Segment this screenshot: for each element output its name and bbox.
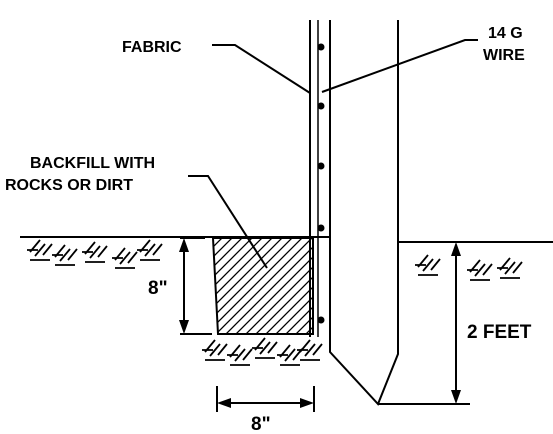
soil-texture-left [26, 239, 163, 269]
soil-texture-right [414, 254, 523, 281]
wire-label-line2: WIRE [483, 47, 525, 64]
trench-depth-dimension [179, 237, 212, 335]
backfill-label-line2: ROCKS OR DIRT [5, 177, 133, 194]
wire-label-line1: 14 G [488, 25, 523, 42]
wire-ties [317, 43, 325, 324]
backfill-trench [211, 237, 314, 335]
backfill-label-line1: BACKFILL WITH [30, 155, 155, 172]
post-depth-dimension [378, 242, 470, 405]
fabric-leader [212, 44, 311, 94]
backfill-leader [188, 175, 268, 269]
trench-width-dimension [216, 386, 315, 412]
fabric-label: FABRIC [122, 39, 182, 56]
trench-depth-label: 8" [148, 278, 168, 299]
post-depth-label: 2 FEET [467, 322, 532, 343]
trench-width-label: 8" [251, 414, 271, 434]
soil-texture-bottom [201, 337, 323, 366]
wire-leader [321, 39, 478, 93]
